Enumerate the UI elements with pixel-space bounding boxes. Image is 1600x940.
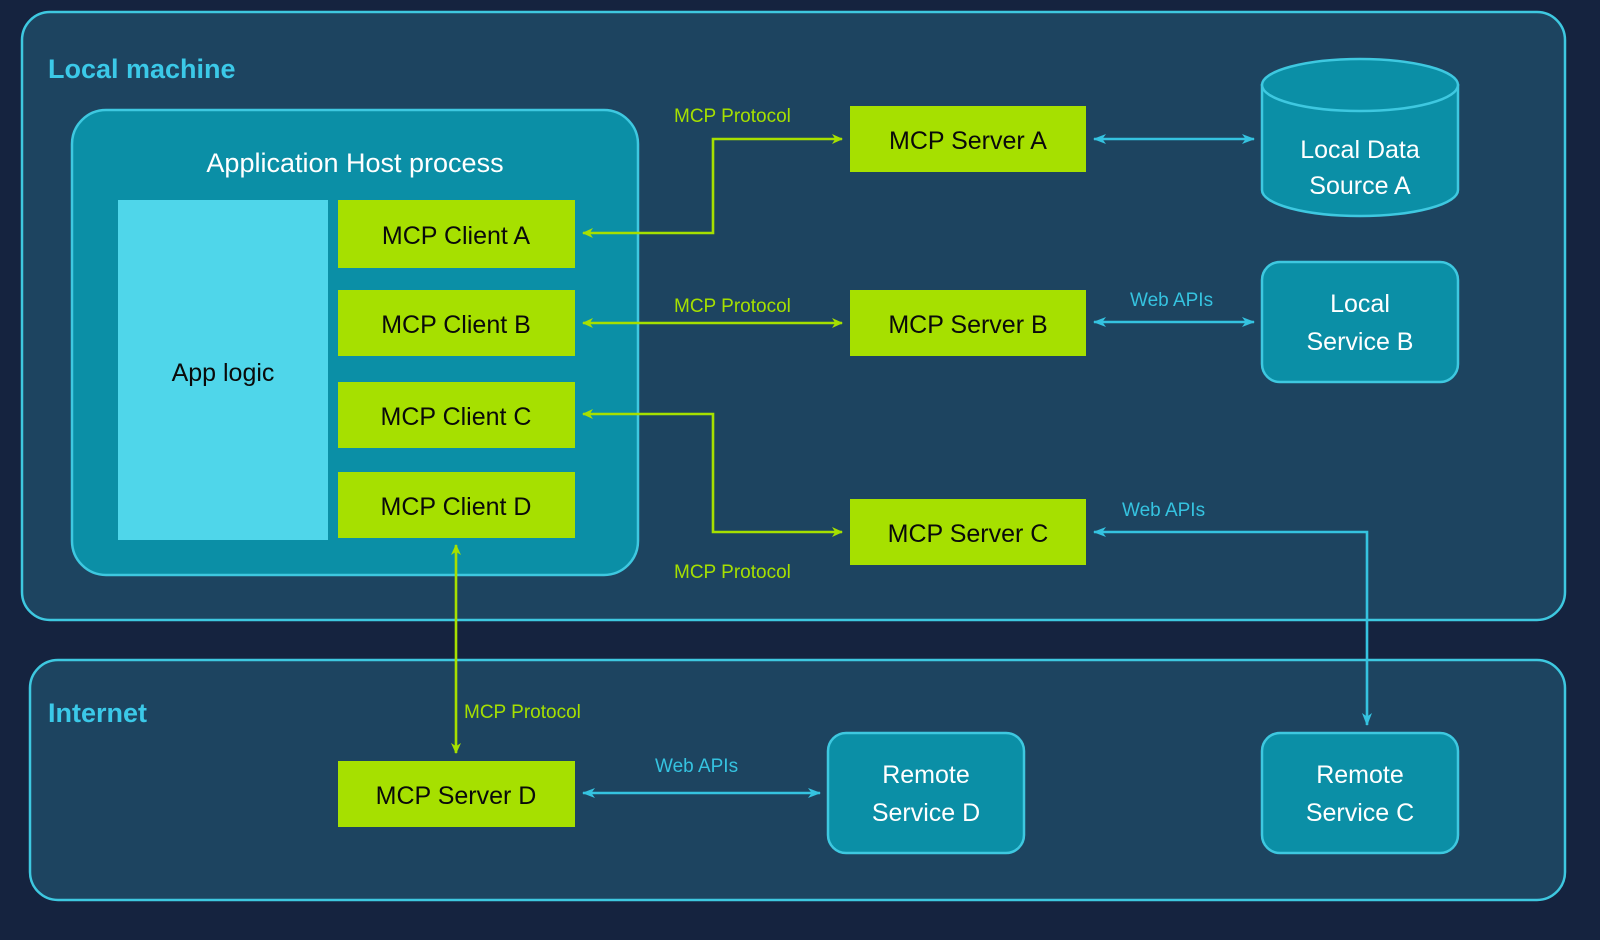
remote-service-d-line2: Service D bbox=[872, 799, 980, 827]
local-data-source-a-line1: Local Data bbox=[1300, 136, 1420, 164]
remote-service-d-line1: Remote bbox=[882, 761, 970, 789]
panel-title-internet: Internet bbox=[48, 698, 147, 728]
mcp-client-a-label: MCP Client A bbox=[382, 222, 531, 250]
mcp-server-a-label: MCP Server A bbox=[889, 127, 1047, 155]
mcp-client-c-label: MCP Client C bbox=[381, 403, 532, 431]
mcp-server-c-box[interactable] bbox=[850, 499, 1086, 565]
mcp-server-d-label: MCP Server D bbox=[376, 782, 537, 810]
local-service-b-line2: Service B bbox=[1307, 328, 1414, 356]
edge-label-web-apis-b: Web APIs bbox=[1130, 290, 1213, 311]
mcp-server-b-label: MCP Server B bbox=[888, 311, 1047, 339]
local-service-b-box bbox=[1260, 260, 1460, 384]
remote-service-c-line1: Remote bbox=[1316, 761, 1404, 789]
remote-service-c-box bbox=[1260, 731, 1460, 855]
mcp-client-c-box[interactable] bbox=[338, 382, 575, 448]
edge-label-mcp-protocol-b: MCP Protocol bbox=[674, 296, 791, 317]
edge-label-mcp-protocol-a: MCP Protocol bbox=[674, 106, 791, 127]
mcp-server-c-label: MCP Server C bbox=[888, 520, 1049, 548]
edge-server-c-remote-service-c bbox=[1093, 527, 1372, 726]
mcp-server-b-box[interactable] bbox=[850, 290, 1086, 356]
local-data-source-a-line2: Source A bbox=[1309, 172, 1411, 200]
mcp-client-d-box[interactable] bbox=[338, 472, 575, 538]
mcp-server-d-box[interactable] bbox=[338, 761, 575, 827]
app-logic-label: App logic bbox=[172, 359, 275, 387]
edge-label-web-apis-c: Web APIs bbox=[1122, 500, 1205, 521]
remote-service-d-box bbox=[826, 731, 1026, 855]
mcp-client-d-label: MCP Client D bbox=[381, 493, 532, 521]
mcp-client-a-box[interactable] bbox=[338, 200, 575, 268]
edge-label-mcp-protocol-c: MCP Protocol bbox=[674, 562, 791, 583]
edge-label-mcp-protocol-d: MCP Protocol bbox=[464, 702, 581, 723]
app-logic-box bbox=[118, 200, 328, 540]
local-data-source-a-shape bbox=[1260, 57, 1460, 218]
panel-title-local-machine: Local machine bbox=[48, 54, 236, 84]
edge-label-web-apis-d: Web APIs bbox=[655, 756, 738, 777]
edge-client-a-server-a bbox=[582, 134, 843, 238]
mcp-client-b-label: MCP Client B bbox=[381, 311, 531, 339]
mcp-server-a-box[interactable] bbox=[850, 106, 1086, 172]
mcp-client-b-box[interactable] bbox=[338, 290, 575, 356]
remote-service-c-line2: Service C bbox=[1306, 799, 1414, 827]
edge-client-c-server-c bbox=[582, 409, 843, 537]
local-service-b-line1: Local bbox=[1330, 290, 1390, 318]
host-process-title: Application Host process bbox=[206, 148, 503, 178]
